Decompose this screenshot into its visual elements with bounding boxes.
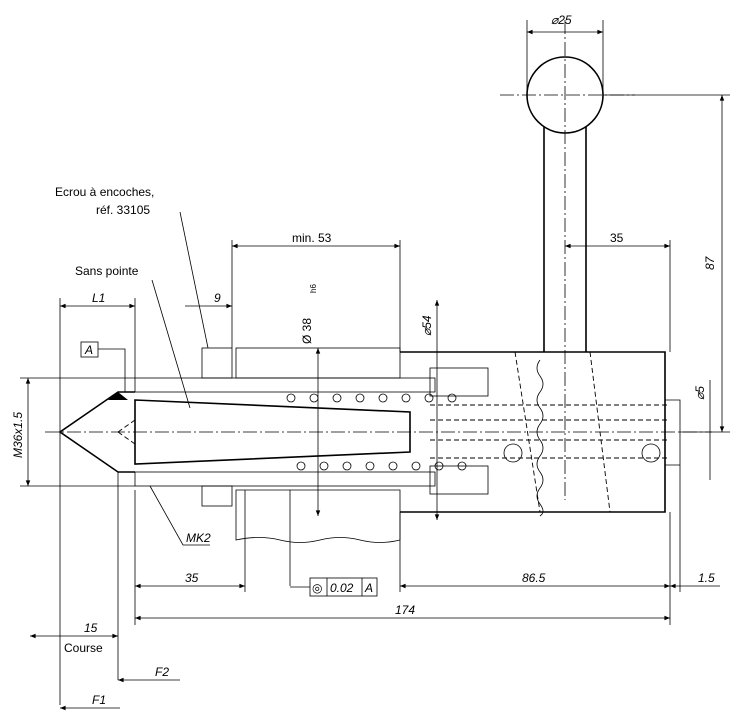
end-gap-label: 1.5 — [698, 571, 715, 585]
datum-triangle — [108, 392, 128, 400]
cam-slot-right — [589, 351, 611, 513]
mk2-label: MK2 — [186, 531, 211, 545]
stroke-label: Course — [64, 641, 103, 655]
handle-35-label: 35 — [610, 231, 624, 245]
sleeve-upper-section — [429, 367, 489, 397]
cross-pin-left — [503, 443, 523, 463]
min53-label: min. 53 — [292, 231, 332, 245]
cam-slot-left — [514, 351, 541, 513]
stroke-15-label: 15 — [84, 621, 98, 635]
leader-no-point — [151, 279, 191, 409]
no-point-label: Sans pointe — [75, 264, 139, 278]
pin-dia-label: ⌀5 — [693, 386, 707, 400]
slotted-nut-lower — [201, 485, 233, 507]
sleeve-lower-section — [429, 465, 489, 495]
slotted-nut-upper — [201, 347, 233, 379]
leader-datum — [98, 348, 126, 392]
quill-upper-wall — [134, 377, 436, 393]
f1-label: F1 — [92, 693, 106, 707]
tolerance-value: 0.02 — [330, 581, 354, 595]
shaft-tol-label: h6 — [309, 284, 318, 293]
l1-label: L1 — [92, 291, 105, 305]
leader-nut — [179, 211, 209, 349]
rear-86-label: 86.5 — [522, 571, 546, 585]
height-87-label: 87 — [703, 255, 717, 270]
nut-width-label: 9 — [214, 291, 221, 305]
tolerance-datum: A — [364, 581, 373, 595]
nut-label-line2: réf. 33105 — [96, 203, 150, 217]
body-dia-label: ⌀54 — [420, 315, 434, 336]
leader-mk2 — [149, 485, 210, 546]
datum-label: A — [84, 343, 93, 357]
break-line — [536, 359, 544, 517]
front-35-label: 35 — [185, 571, 199, 585]
handle-rod — [543, 127, 587, 352]
datum-box — [80, 341, 99, 358]
rear-pin-end — [665, 399, 681, 466]
thread-label: M36x1.5 — [11, 412, 25, 458]
f2-label: F2 — [155, 665, 169, 679]
tolerance-frame: ◎ 0.02 A — [290, 577, 378, 597]
nut-label-line1: Ecrou à encoches, — [55, 185, 154, 199]
point-hidden — [117, 419, 136, 445]
ball-dia-label: ⌀25 — [551, 13, 572, 27]
total-174-label: 174 — [395, 603, 415, 617]
body-outline — [400, 351, 666, 513]
spring-upper — [286, 393, 457, 403]
cross-pin-right — [641, 443, 661, 463]
shaft-dia-label: Ø 38 — [300, 318, 314, 344]
tolerance-symbol: ◎ — [312, 581, 322, 595]
housing-lower-section — [235, 489, 401, 543]
quill-lower-wall — [134, 471, 436, 487]
